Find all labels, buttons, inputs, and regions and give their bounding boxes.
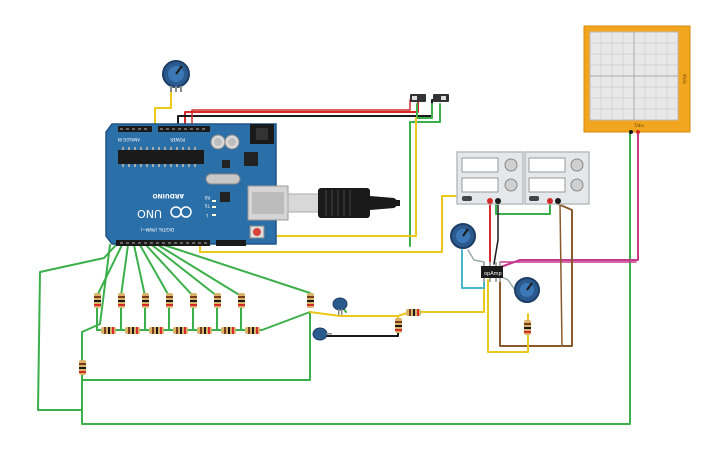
wire-green-d3[interactable]: [133, 244, 146, 297]
usb-cable[interactable]: [287, 188, 400, 218]
arduino-model: UNO: [137, 207, 162, 220]
wire-black-filter[interactable]: [325, 325, 399, 337]
atmega-chip: [118, 150, 204, 164]
wire-green-psu[interactable]: [495, 203, 551, 215]
wire-green-d1[interactable]: [96, 244, 123, 297]
resistor-filter-1[interactable]: [395, 318, 402, 333]
resistor-v6[interactable]: [214, 293, 221, 308]
resistor-h2[interactable]: [125, 327, 140, 334]
wires: [37, 87, 639, 425]
wire-yellow-pin[interactable]: [199, 195, 485, 253]
power-header-label: POWER: [170, 137, 185, 142]
wire-ladder-right[interactable]: [81, 311, 311, 381]
wire-green-scope[interactable]: [81, 131, 631, 425]
analog-header-label: ANALOG IN: [118, 137, 140, 142]
wire-yellow-pot-top[interactable]: [154, 87, 172, 127]
op-amp[interactable]: opAmp: [481, 262, 503, 282]
resistor-v3[interactable]: [142, 293, 149, 308]
tx-label: TX: [205, 203, 211, 208]
wire-green-d8[interactable]: [163, 244, 311, 294]
power-supply-2[interactable]: [524, 151, 590, 205]
slide-switch-2[interactable]: [433, 94, 449, 102]
resistor-v1[interactable]: [94, 293, 101, 308]
wire-red-short[interactable]: [191, 99, 411, 127]
opamp-label: opAmp: [484, 271, 502, 277]
l-label: L: [205, 213, 208, 218]
wire-green-d7[interactable]: [157, 244, 242, 297]
wire-black-psu[interactable]: [493, 203, 499, 265]
arduino-uno[interactable]: ANALOG IN POWER ARDUINO UNO TX: [105, 123, 289, 246]
wire-red-power[interactable]: [184, 99, 419, 127]
wire-green-switch-b[interactable]: [409, 103, 441, 247]
potentiometer-bottom[interactable]: [514, 277, 540, 303]
wire-cyan-pot[interactable]: [461, 249, 485, 289]
wire-green-d5[interactable]: [145, 244, 194, 297]
arduino-brand: ARDUINO: [153, 192, 184, 199]
resistor-h7[interactable]: [245, 327, 260, 334]
capacitor-2[interactable]: [312, 327, 332, 341]
resistor-ladder: [79, 293, 531, 375]
scope-vdiv-label: V/div: [682, 74, 687, 85]
slide-switch-1[interactable]: [410, 94, 426, 102]
wire-brown-psu2[interactable]: [559, 203, 563, 347]
oscilloscope[interactable]: V/div T/div: [583, 25, 691, 134]
potentiometer-top[interactable]: [162, 60, 190, 92]
wire-yellow-filter2[interactable]: [397, 283, 485, 317]
wire-brown-psu[interactable]: [499, 203, 573, 347]
potentiometer-mid[interactable]: [450, 223, 476, 249]
wire-green-d4[interactable]: [139, 244, 170, 297]
resistor-h1[interactable]: [101, 327, 116, 334]
wire-green-d10[interactable]: [81, 244, 111, 361]
digital-header-label: DIGITAL (PWM~): [140, 227, 174, 232]
rx-label: RX: [204, 195, 210, 200]
resistor-h6[interactable]: [221, 327, 236, 334]
resistor-pot-leg[interactable]: [524, 320, 531, 335]
wire-yellow-filter[interactable]: [309, 311, 399, 327]
capacitor-1[interactable]: [332, 297, 348, 315]
scope-tdiv-label: T/div: [633, 123, 644, 128]
resistor-h5[interactable]: [197, 327, 212, 334]
wire-green-d6[interactable]: [151, 244, 218, 297]
resistor-left[interactable]: [79, 360, 86, 375]
arduino-logo: [170, 206, 192, 218]
wire-green-d2[interactable]: [120, 244, 129, 297]
resistor-v5[interactable]: [190, 293, 197, 308]
resistor-h4[interactable]: [173, 327, 188, 334]
resistor-v2[interactable]: [118, 293, 125, 308]
power-supply-1[interactable]: [456, 151, 524, 205]
resistor-h3[interactable]: [149, 327, 164, 334]
resistor-v7[interactable]: [238, 293, 245, 308]
resistor-v4[interactable]: [166, 293, 173, 308]
resistor-filter-2[interactable]: [406, 309, 421, 316]
wire-green-switch-a[interactable]: [416, 103, 433, 119]
wire-gray-pot[interactable]: [467, 249, 485, 263]
resistor-v8[interactable]: [307, 293, 314, 308]
